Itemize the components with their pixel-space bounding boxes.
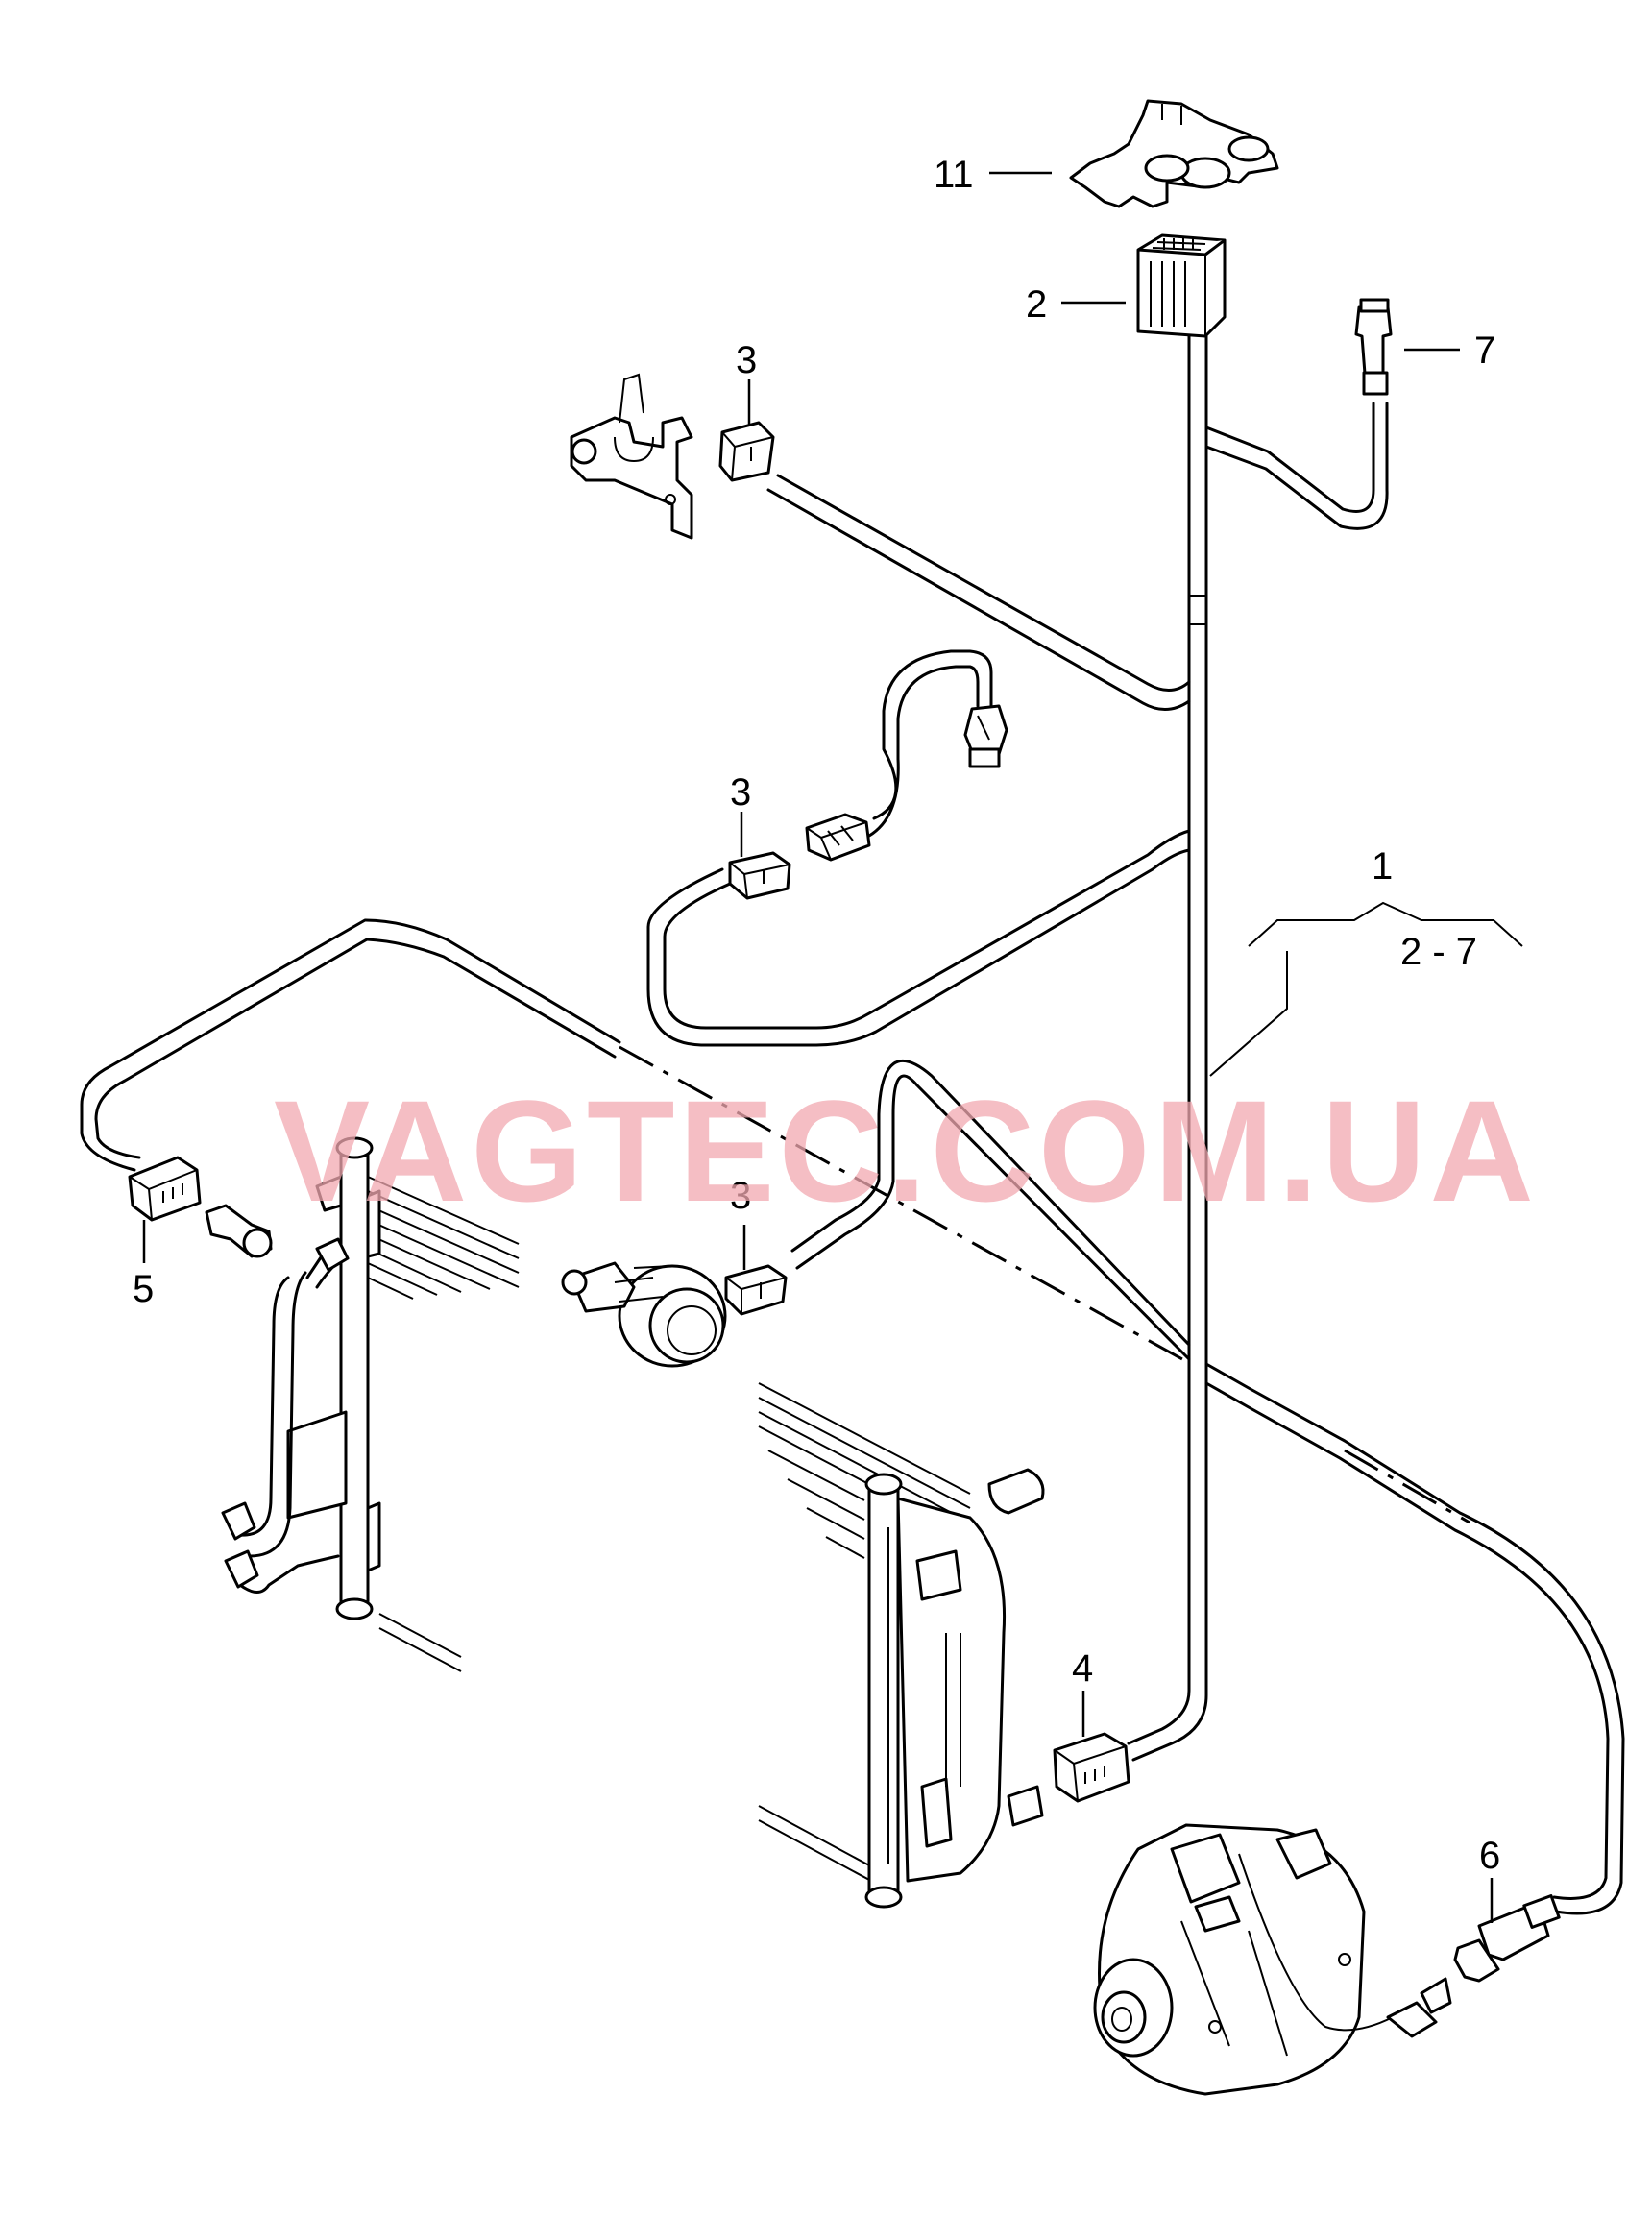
branch-to-part-5: [80, 918, 621, 1172]
connector-part-5: [128, 1156, 202, 1222]
callout-2: 2: [1026, 283, 1047, 326]
callout-5: 5: [133, 1268, 154, 1310]
callout-4: 4: [1072, 1647, 1093, 1690]
callout-6: 6: [1479, 1835, 1500, 1877]
sensor-part-7: [1354, 298, 1393, 396]
branch-to-upper-3: [766, 474, 1191, 711]
multi-pin-connector-part-2: [1136, 233, 1227, 338]
pressure-switch-icon: [205, 1204, 273, 1258]
callout-11: 11: [934, 154, 974, 196]
connector-part-4: [1053, 1732, 1130, 1803]
callout-1: 1: [1372, 845, 1393, 888]
clip-bracket-part-11: [1069, 99, 1279, 208]
branch-to-part-4: [1127, 1362, 1208, 1762]
connector-part-3-lower: [724, 1264, 788, 1316]
fan-motor-icon: [561, 1261, 727, 1368]
callout-3-lower: 3: [730, 1175, 751, 1217]
watermark-text: VAGTEC.COM.UA: [274, 1070, 1538, 1231]
compressor-icon: [1093, 1823, 1452, 2096]
inline-connector-icon: [805, 813, 871, 862]
callout-3-middle: 3: [730, 771, 751, 814]
pin-grid-icon: [1152, 238, 1206, 251]
connector-part-3-middle: [728, 851, 791, 900]
connector-part-3-upper: [718, 421, 775, 482]
branch-to-part-7: [1204, 402, 1389, 530]
sensor-head-icon: [963, 704, 1008, 768]
condenser-icon: [221, 1136, 520, 1672]
radiator-icon: [758, 1382, 1045, 1909]
branch-to-lower-3: [790, 1059, 1191, 1361]
harness-dashed-right: [1344, 1449, 1470, 1524]
sensor-cable: [867, 649, 993, 838]
mounting-bracket-icon: [570, 373, 693, 540]
branch-to-middle-3: [646, 829, 1191, 1047]
callout-7: 7: [1474, 329, 1495, 372]
sensor-part-6: [1453, 1894, 1561, 1983]
callout-3-upper: 3: [736, 339, 757, 381]
leader-lines: [142, 171, 1494, 1923]
callout-range-2-7: 2 - 7: [1400, 931, 1477, 973]
group-bracket: [1209, 901, 1523, 1077]
branch-to-part-6: [1204, 1362, 1625, 1915]
harness-dashed-left: [619, 1045, 1192, 1366]
